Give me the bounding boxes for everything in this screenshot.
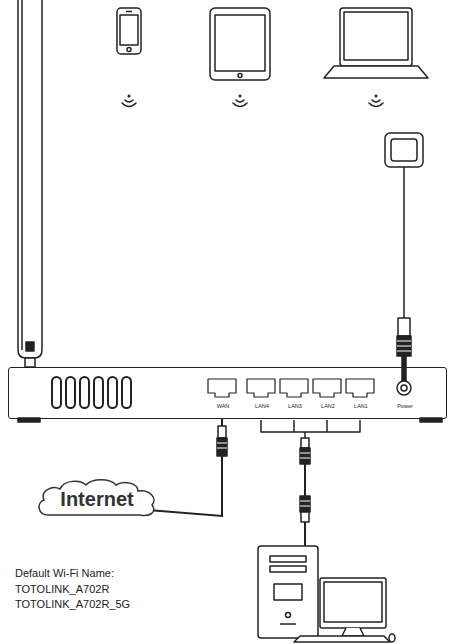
wan-plug xyxy=(217,426,227,456)
laptop-icon xyxy=(324,8,428,78)
vent-slots xyxy=(52,377,131,408)
port-label: LAN2 xyxy=(321,404,335,410)
wifi-symbol xyxy=(233,95,247,107)
lan-cable xyxy=(300,438,310,546)
power-port xyxy=(397,381,411,395)
phone-icon xyxy=(117,8,141,54)
port-label: LAN1 xyxy=(354,404,368,410)
wifi-name-note: TOTOLINK_A702R_5G xyxy=(15,598,130,611)
cloud-label: Internet xyxy=(60,486,133,511)
wifi-symbol xyxy=(369,95,383,107)
desktop-computer xyxy=(258,546,395,642)
port-label: LAN4 xyxy=(255,404,269,410)
antenna xyxy=(18,0,42,367)
tablet-icon xyxy=(210,8,270,80)
port-label: Power xyxy=(397,404,413,410)
port-label: WAN xyxy=(217,404,230,410)
lan-bracket xyxy=(261,420,360,438)
port-label: LAN3 xyxy=(288,404,302,410)
wifi-name-note: Default Wi-Fi Name: xyxy=(15,567,114,580)
network-cable xyxy=(148,419,222,516)
router-body: WAN LAN4 LAN3 LAN2 LAN1 Power xyxy=(8,367,447,419)
internet-cloud: Internet xyxy=(34,477,160,519)
wifi-name-note: TOTOLINK_A702R xyxy=(15,583,109,596)
ethernet-ports xyxy=(208,379,374,397)
power-adapter xyxy=(385,133,423,381)
wifi-symbol xyxy=(122,95,136,107)
